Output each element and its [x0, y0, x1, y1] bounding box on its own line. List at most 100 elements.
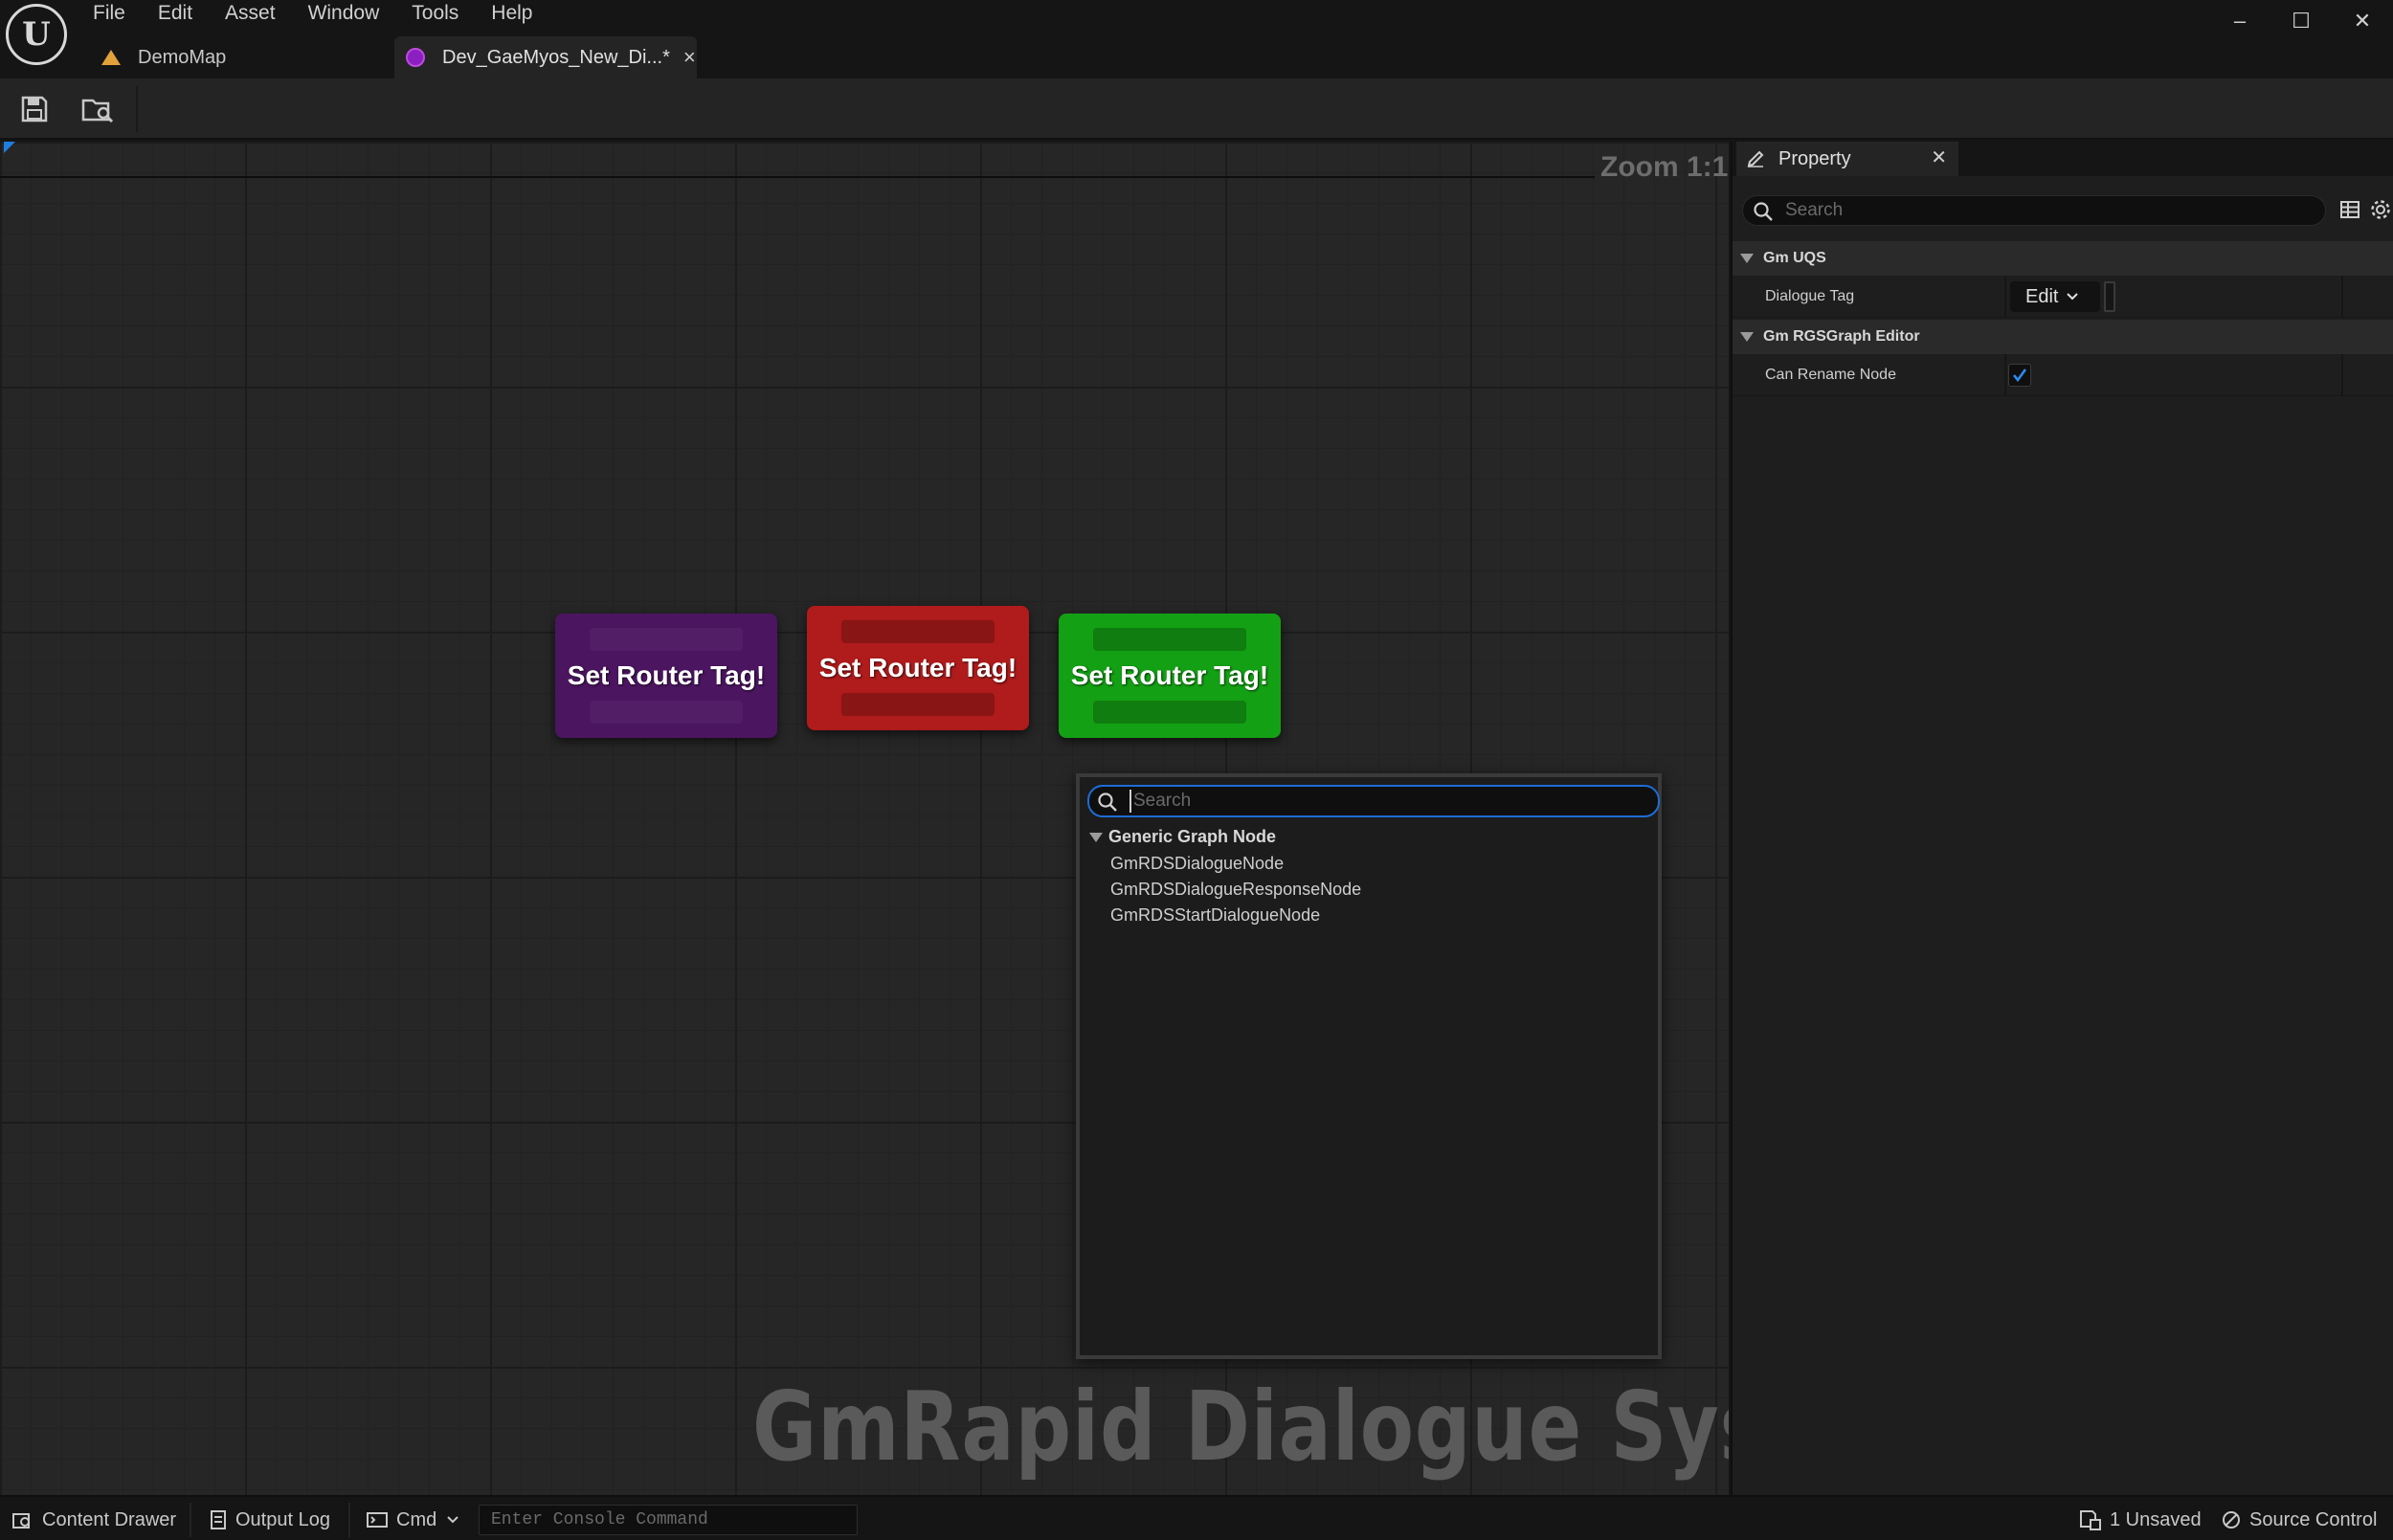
cmd-label: Cmd	[396, 1508, 437, 1530]
tab-dialogue-asset[interactable]: Dev_GaeMyos_New_Di...* ×	[394, 36, 697, 78]
edit-value-handle[interactable]	[2104, 281, 2115, 312]
status-divider	[348, 1503, 350, 1537]
section-title: Gm UQS	[1763, 250, 1826, 266]
browse-folder-icon	[81, 99, 114, 123]
node-search-input[interactable]	[1129, 790, 1646, 813]
chevron-down-icon	[447, 1516, 458, 1524]
output-log-button[interactable]: Output Log	[209, 1507, 330, 1533]
gear-icon[interactable]	[2368, 197, 2393, 222]
section-gm-uqs[interactable]: Gm UQS	[1733, 241, 2393, 276]
level-icon	[101, 50, 121, 65]
graph-corner-marker	[4, 142, 15, 153]
table-view-icon[interactable]	[2339, 199, 2360, 220]
tab-label: DemoMap	[138, 46, 227, 68]
tab-demomap[interactable]: DemoMap	[96, 36, 392, 78]
node-title: Set Router Tag!	[818, 653, 1018, 682]
column-divider	[2004, 276, 2006, 318]
console-command-field	[479, 1505, 858, 1535]
property-tab-bar: Property ✕	[1733, 142, 2393, 176]
expand-arrow-icon	[1089, 832, 1103, 842]
property-panel: Property ✕ Gm UQS Dialogue Tag Edit	[1731, 142, 2393, 1495]
column-divider	[2004, 354, 2006, 396]
graph-watermark: GmRapid Dialogue System	[752, 1371, 1729, 1483]
unreal-logo-icon[interactable]: U	[6, 4, 67, 65]
tab-property[interactable]: Property ✕	[1736, 142, 1958, 176]
expand-arrow-icon	[1740, 332, 1754, 342]
input-pin[interactable]	[1093, 628, 1246, 651]
menu-item-start-dialogue-node[interactable]: GmRDSStartDialogueNode	[1110, 905, 1321, 925]
toolbar-divider	[136, 86, 138, 132]
input-pin[interactable]	[841, 620, 995, 643]
edit-label: Edit	[2025, 285, 2059, 307]
save-button[interactable]	[15, 90, 54, 128]
column-divider	[2341, 276, 2343, 318]
node-title: Set Router Tag!	[567, 660, 766, 690]
cmd-dropdown[interactable]: Cmd	[366, 1507, 459, 1533]
tab-label: Property	[1778, 147, 1851, 169]
output-pin[interactable]	[1093, 701, 1246, 724]
content-drawer-label: Content Drawer	[42, 1508, 177, 1530]
source-control-label: Source Control	[2249, 1508, 2378, 1530]
node-title: Set Router Tag!	[1070, 660, 1269, 690]
dialogue-asset-icon	[406, 48, 425, 67]
can-rename-node-checkbox[interactable]	[2008, 364, 2031, 387]
title-bar: U File Edit Asset Window Tools Help Demo…	[0, 0, 2393, 78]
console-command-input[interactable]	[480, 1506, 857, 1534]
graph-node-router-green[interactable]: Set Router Tag!	[1059, 614, 1281, 738]
section-gm-rgsgraph-editor[interactable]: Gm RGSGraph Editor	[1733, 320, 2393, 354]
tab-label: Dev_GaeMyos_New_Di...*	[442, 46, 670, 68]
input-pin[interactable]	[590, 628, 743, 651]
output-pin[interactable]	[590, 701, 743, 724]
pencil-icon	[1747, 150, 1764, 167]
unsaved-assets-button[interactable]: 1 Unsaved	[2079, 1507, 2202, 1533]
close-window-button[interactable]: ✕	[2353, 9, 2372, 33]
column-divider	[2341, 354, 2343, 396]
zoom-label: Zoom 1:1	[1600, 151, 1729, 183]
terminal-icon	[366, 1510, 389, 1529]
toolbar	[0, 78, 2393, 140]
close-tab-icon[interactable]: ×	[682, 45, 696, 69]
status-bar: Content Drawer Output Log Cmd	[0, 1495, 2393, 1540]
menu-item-dialogue-response-node[interactable]: GmRDSDialogueResponseNode	[1110, 880, 1362, 899]
graph-divider	[0, 176, 1595, 178]
close-panel-icon[interactable]: ✕	[1931, 147, 1947, 168]
node-search-box	[1087, 785, 1660, 817]
menu-item-dialogue-node[interactable]: GmRDSDialogueNode	[1110, 854, 1285, 873]
property-row-dialogue-tag: Dialogue Tag Edit	[1733, 276, 2393, 318]
property-row-can-rename-node: Can Rename Node	[1733, 354, 2393, 396]
menu-edit[interactable]: Edit	[157, 2, 193, 24]
edit-dropdown-button[interactable]: Edit	[2010, 281, 2100, 312]
chevron-down-icon	[2067, 293, 2079, 301]
menu-category-generic-graph-node[interactable]: Generic Graph Node	[1089, 827, 1276, 847]
output-log-label: Output Log	[235, 1508, 330, 1530]
add-node-context-menu: Generic Graph Node GmRDSDialogueNode GmR…	[1076, 773, 1662, 1359]
category-label: Generic Graph Node	[1108, 827, 1277, 846]
menu-asset[interactable]: Asset	[225, 2, 276, 24]
unsaved-label: 1 Unsaved	[2110, 1508, 2202, 1530]
status-divider	[190, 1503, 191, 1537]
output-log-icon	[209, 1509, 228, 1530]
graph-canvas[interactable]: Zoom 1:1 Set Router Tag! Set Router Tag!…	[0, 142, 1729, 1495]
property-label: Can Rename Node	[1765, 367, 1896, 383]
source-control-button[interactable]: Source Control	[2221, 1507, 2377, 1533]
output-pin[interactable]	[841, 693, 995, 716]
minimize-button[interactable]: –	[2233, 9, 2247, 33]
content-drawer-icon	[11, 1509, 34, 1530]
window-controls: – ☐ ✕	[2209, 0, 2393, 42]
browse-to-asset-button[interactable]	[78, 90, 117, 128]
graph-node-router-red[interactable]: Set Router Tag!	[807, 606, 1029, 730]
menu-window[interactable]: Window	[307, 2, 380, 24]
menu-tools[interactable]: Tools	[412, 2, 459, 24]
unsaved-icon	[2079, 1509, 2102, 1530]
menu-help[interactable]: Help	[491, 2, 533, 24]
search-icon	[1098, 792, 1117, 812]
expand-arrow-icon	[1740, 254, 1754, 263]
graph-node-router-purple[interactable]: Set Router Tag!	[555, 614, 777, 738]
property-search-input[interactable]	[1785, 199, 2312, 222]
source-control-disabled-icon	[2221, 1509, 2242, 1530]
content-drawer-button[interactable]: Content Drawer	[11, 1507, 176, 1533]
property-search-box	[1742, 195, 2326, 226]
maximize-button[interactable]: ☐	[2292, 9, 2311, 33]
menu-file[interactable]: File	[93, 2, 125, 24]
search-icon	[1754, 202, 1773, 221]
